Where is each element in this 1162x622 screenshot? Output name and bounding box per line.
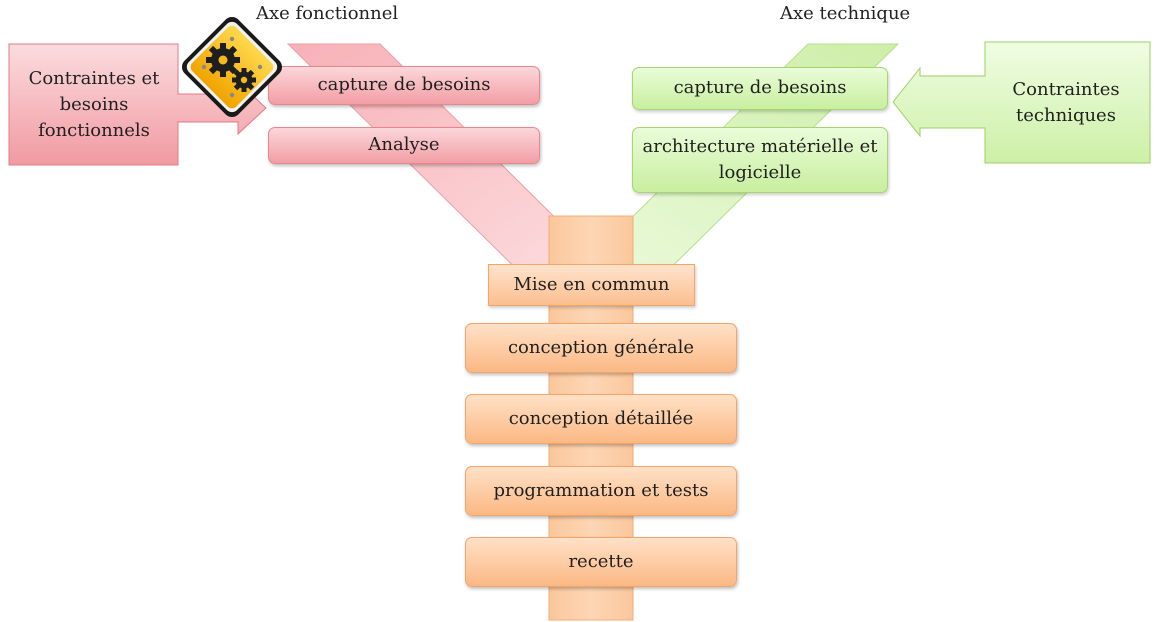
merge-step: Mise en commun xyxy=(488,264,695,306)
gears-warning-icon xyxy=(181,16,283,118)
technical-axis-title: Axe technique xyxy=(780,3,911,24)
common-step-programming-tests: programmation et tests xyxy=(465,466,737,516)
functional-axis-title: Axe fonctionnel xyxy=(256,3,399,24)
functional-step-analysis: Analyse xyxy=(268,127,540,164)
technical-input-arrow xyxy=(892,41,1151,164)
functional-step-capture: capture de besoins xyxy=(268,66,540,105)
functional-input-label: Contraintes et besoins fonctionnels xyxy=(28,67,160,142)
common-step-detailed-design: conception détaillée xyxy=(465,394,737,444)
technical-input-label: Contraintes techniques xyxy=(1012,78,1120,126)
common-step-general-design: conception générale xyxy=(465,323,737,373)
technical-step-capture: capture de besoins xyxy=(632,67,888,110)
common-step-acceptance: recette xyxy=(465,537,737,587)
functional-input-arrow xyxy=(8,43,267,166)
technical-step-architecture: architecture matérielle et logicielle xyxy=(632,127,888,193)
